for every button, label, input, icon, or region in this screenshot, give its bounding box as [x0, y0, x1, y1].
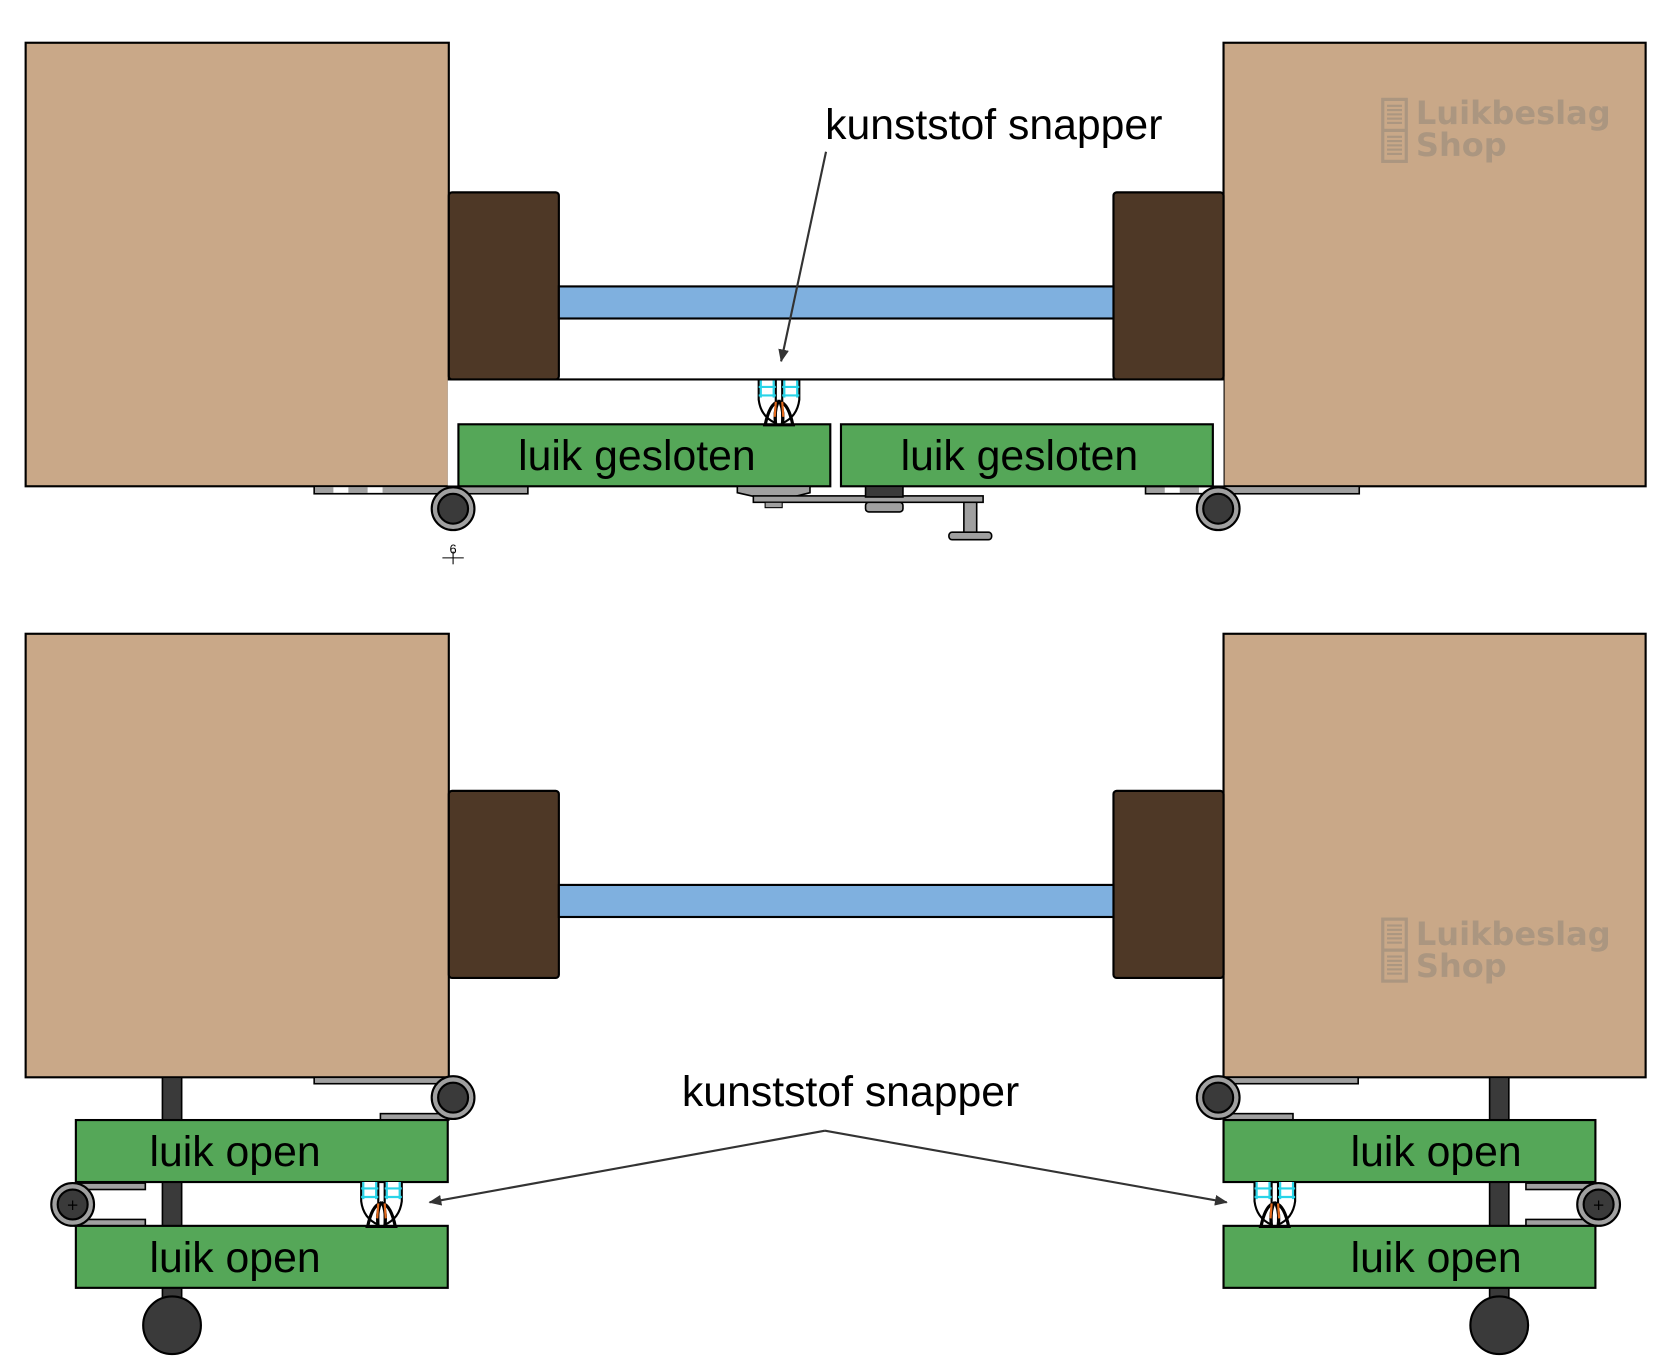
watermark-line2: Shop — [1416, 126, 1507, 164]
roller-wheel-right-bottom — [1195, 1075, 1241, 1121]
shutter-label: luik open — [150, 1234, 321, 1282]
watermark-bottom: Luikbeslag Shop — [1381, 915, 1611, 985]
shutter-closed-left: luik gesloten — [457, 423, 832, 488]
watermark-line1: Luikbeslag — [1416, 94, 1611, 132]
watermark-top: Luikbeslag Shop — [1381, 94, 1611, 164]
latch-bar — [736, 485, 993, 541]
snapper-open-left — [359, 1180, 404, 1229]
wall-left-top — [24, 41, 450, 488]
shutter-open-left-1: luik open — [74, 1118, 449, 1184]
callout-label-bottom: kunststof snapper — [682, 1068, 1019, 1116]
shutter-label: luik gesloten — [901, 432, 1139, 480]
top-panel-closed: luik gesloten luik gesloten 6 kunststof … — [24, 41, 1647, 565]
shutter-open-right-1: luik open — [1222, 1118, 1597, 1184]
bottom-panel-open: + + luik open luik open luik open luik o… — [24, 632, 1647, 1356]
window-frame-right-top — [1112, 191, 1225, 381]
shutter-label: luik gesloten — [518, 432, 756, 480]
callout-arrow-bottom-left — [428, 1129, 826, 1206]
callout-arrow-top — [778, 151, 828, 363]
shutter-label: luik open — [1351, 1234, 1522, 1282]
roller-wheel-right-top — [1195, 486, 1241, 532]
window-frame-right-bottom — [1112, 789, 1225, 979]
watermark-line2: Shop — [1416, 947, 1507, 985]
glass-top — [557, 285, 1115, 320]
glass-bottom — [557, 883, 1115, 919]
shutter-open-right-2: luik open — [1222, 1224, 1597, 1289]
window-frame-left-bottom — [447, 789, 560, 979]
wall-left-bottom — [24, 632, 450, 1079]
shutter-label: luik open — [150, 1128, 321, 1176]
dimension-label: 6 — [450, 542, 457, 557]
callout-arrow-bottom-right — [824, 1129, 1228, 1206]
shutter-open-left-2: luik open — [74, 1224, 449, 1289]
wall-right-bottom — [1222, 632, 1647, 1079]
roller-wheel-left-bottom — [430, 1075, 476, 1121]
svg-text:+: + — [66, 1196, 79, 1214]
snapper-closed — [757, 378, 801, 427]
shutter-label: luik open — [1351, 1128, 1522, 1176]
shutter-closed-right: luik gesloten — [839, 423, 1214, 488]
hinge-roller-right: + — [1576, 1182, 1622, 1227]
callout-label-top: kunststof snapper — [825, 101, 1162, 149]
svg-text:+: + — [1592, 1196, 1605, 1214]
window-frame-left-top — [447, 191, 560, 381]
hinge-roller-left: + — [50, 1182, 96, 1227]
snapper-open-right — [1252, 1180, 1297, 1229]
handle-knob-right — [1469, 1295, 1530, 1356]
wall-right-top — [1222, 41, 1647, 488]
watermark-line1: Luikbeslag — [1416, 915, 1611, 953]
roller-wheel-left-top — [430, 486, 476, 532]
handle-knob-left — [142, 1295, 202, 1356]
